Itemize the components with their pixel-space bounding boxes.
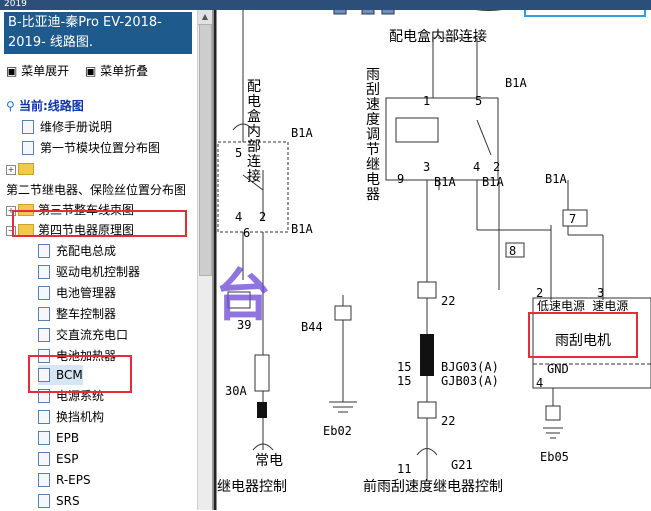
expand-menu-button[interactable]: ▣ 菜单展开 xyxy=(6,64,70,78)
expand-plus-icon[interactable]: + xyxy=(6,164,16,175)
label-b1a-top: B1A xyxy=(505,76,527,90)
label-wiper-relay-vertical: 雨刮速度调节继电器 xyxy=(366,67,380,203)
label-relay-control-left: 继电器控制 xyxy=(217,479,287,495)
label-b1a-left: B1A xyxy=(291,126,313,140)
motor-gnd-label: GND xyxy=(547,362,569,376)
folder-icon xyxy=(18,162,34,175)
label-22-top: 22 xyxy=(441,294,456,308)
highlight-box-bcm xyxy=(28,355,132,393)
connector-eb05: Eb05 xyxy=(540,450,569,464)
wire-code-bjg03: BJG03(A) xyxy=(441,360,499,374)
tree-item-motor-controller[interactable]: 驱动电机控制器 xyxy=(38,262,140,282)
label-b1a-left-lower: B1A xyxy=(291,222,313,236)
wiring-diagram: 台 xyxy=(213,10,651,510)
tree-item-module-location[interactable]: 第一节模块位置分布图 xyxy=(22,138,160,158)
connector-b44: B44 xyxy=(301,320,323,334)
tree-item-manual-intro[interactable]: 维修手册说明 xyxy=(22,117,112,137)
current-location: ⚲ 当前:线路图 xyxy=(6,99,84,113)
label-left-vertical: 配电盒内部连接 xyxy=(247,79,261,185)
wire-code-gjb03: GJB03(A) xyxy=(441,374,499,388)
pin-2-motor: 2 xyxy=(536,286,544,300)
sidebar: B-比亚迪-秦Pro EV-2018-2019- 线路图. ▣ 菜单展开 ▣ 菜… xyxy=(0,10,213,510)
document-icon xyxy=(38,306,50,321)
window-titlebar: 2019 xyxy=(0,0,651,10)
tree-item-srs[interactable]: SRS xyxy=(38,491,80,511)
label-15-a: 15 xyxy=(397,360,412,374)
window-title: 2019 xyxy=(4,0,27,9)
collapse-menu-button[interactable]: ▣ 菜单折叠 xyxy=(85,64,149,78)
document-icon xyxy=(38,472,50,487)
label-15-b: 15 xyxy=(397,374,412,388)
tree-item-charging-assembly[interactable]: 充配电总成 xyxy=(38,241,116,261)
connector-g21: G21 xyxy=(451,458,473,472)
label-b1a-mid2: B1A xyxy=(482,175,504,189)
pin-6-left: 6 xyxy=(243,226,251,240)
highlight-box-schematics xyxy=(12,210,187,237)
tree-item-shifter[interactable]: 换挡机构 xyxy=(38,407,104,427)
menu-bar: ▣ 菜单展开 ▣ 菜单折叠 xyxy=(6,62,160,79)
sidebar-scrollbar[interactable]: ▲ xyxy=(197,10,212,510)
tree-item-vehicle-controller[interactable]: 整车控制器 xyxy=(38,304,116,324)
pin-2-left: 2 xyxy=(259,210,267,224)
tree-item-esp[interactable]: ESP xyxy=(38,449,78,469)
wiper-motor-label: 雨刮电机 xyxy=(555,333,611,349)
document-icon xyxy=(38,493,50,508)
document-icon xyxy=(38,451,50,466)
tree-item-bcm[interactable]: BCM xyxy=(38,365,83,385)
tree-item-relay-fuse[interactable]: 第二节继电器、保险丝位置分布图 xyxy=(6,183,187,197)
pin-2-relay: 2 xyxy=(493,160,501,174)
wiring-diagram-viewer: 台 配电盒内部连接 配电盒内部连接 雨刮速度调节继电器 B1A B1A B1A … xyxy=(213,10,651,510)
document-icon xyxy=(38,409,50,424)
folder-icon xyxy=(18,203,34,216)
current-icon: ⚲ xyxy=(6,99,15,113)
pin-5-left: 5 xyxy=(235,146,243,160)
tree-item-r-eps[interactable]: R-EPS xyxy=(38,470,91,490)
pin-4-relay: 4 xyxy=(473,160,481,174)
collapse-minus-icon[interactable]: − xyxy=(6,225,16,236)
pin-3-relay: 3 xyxy=(423,160,431,174)
pin-5-relay: 5 xyxy=(475,94,483,108)
pin-9-relay: 9 xyxy=(397,172,405,186)
tree-item-charging-port[interactable]: 交直流充电口 xyxy=(38,325,128,345)
pin-7-right: 7 xyxy=(569,212,577,226)
pin-1-relay: 1 xyxy=(423,94,431,108)
label-b1a-right: B1A xyxy=(545,172,567,186)
tree-folder-schematics[interactable]: −第四节电器原理图 xyxy=(6,223,135,237)
document-icon xyxy=(22,140,34,155)
motor-power-labels: 低速电源 速电源 xyxy=(537,299,629,313)
document-icon xyxy=(22,119,34,134)
document-icon xyxy=(38,264,50,279)
pin-4-motor: 4 xyxy=(536,376,544,390)
tree-item-epb[interactable]: EPB xyxy=(38,428,79,448)
pin-3-motor: 3 xyxy=(597,286,605,300)
tree-item-battery-manager[interactable]: 电池管理器 xyxy=(38,283,116,303)
document-title-header: B-比亚迪-秦Pro EV-2018-2019- 线路图. xyxy=(4,12,192,54)
scrollbar-thumb[interactable] xyxy=(199,24,212,276)
label-constant-power: 常电 xyxy=(255,453,283,469)
document-icon xyxy=(38,243,50,258)
document-icon xyxy=(38,430,50,445)
document-icon xyxy=(38,367,50,382)
label-11: 11 xyxy=(397,462,412,476)
pin-8-right: 8 xyxy=(509,244,517,258)
label-30a: 30A xyxy=(225,384,247,398)
watermark-glyph: 台 xyxy=(215,264,271,329)
label-39: 39 xyxy=(237,318,252,332)
scroll-up-arrow-icon[interactable]: ▲ xyxy=(198,10,212,25)
pin-4-left: 4 xyxy=(235,210,243,224)
document-icon xyxy=(38,285,50,300)
connector-eb02: Eb02 xyxy=(323,424,352,438)
document-icon xyxy=(38,327,50,342)
label-b1a-mid: B1A xyxy=(434,175,456,189)
tree-folder-collapsed[interactable]: + xyxy=(6,159,38,179)
label-front-wiper-relay-control: 前雨刮速度继电器控制 xyxy=(363,479,503,495)
label-22-bottom: 22 xyxy=(441,414,456,428)
label-distribution-box-internal: 配电盒内部连接 xyxy=(389,29,487,45)
